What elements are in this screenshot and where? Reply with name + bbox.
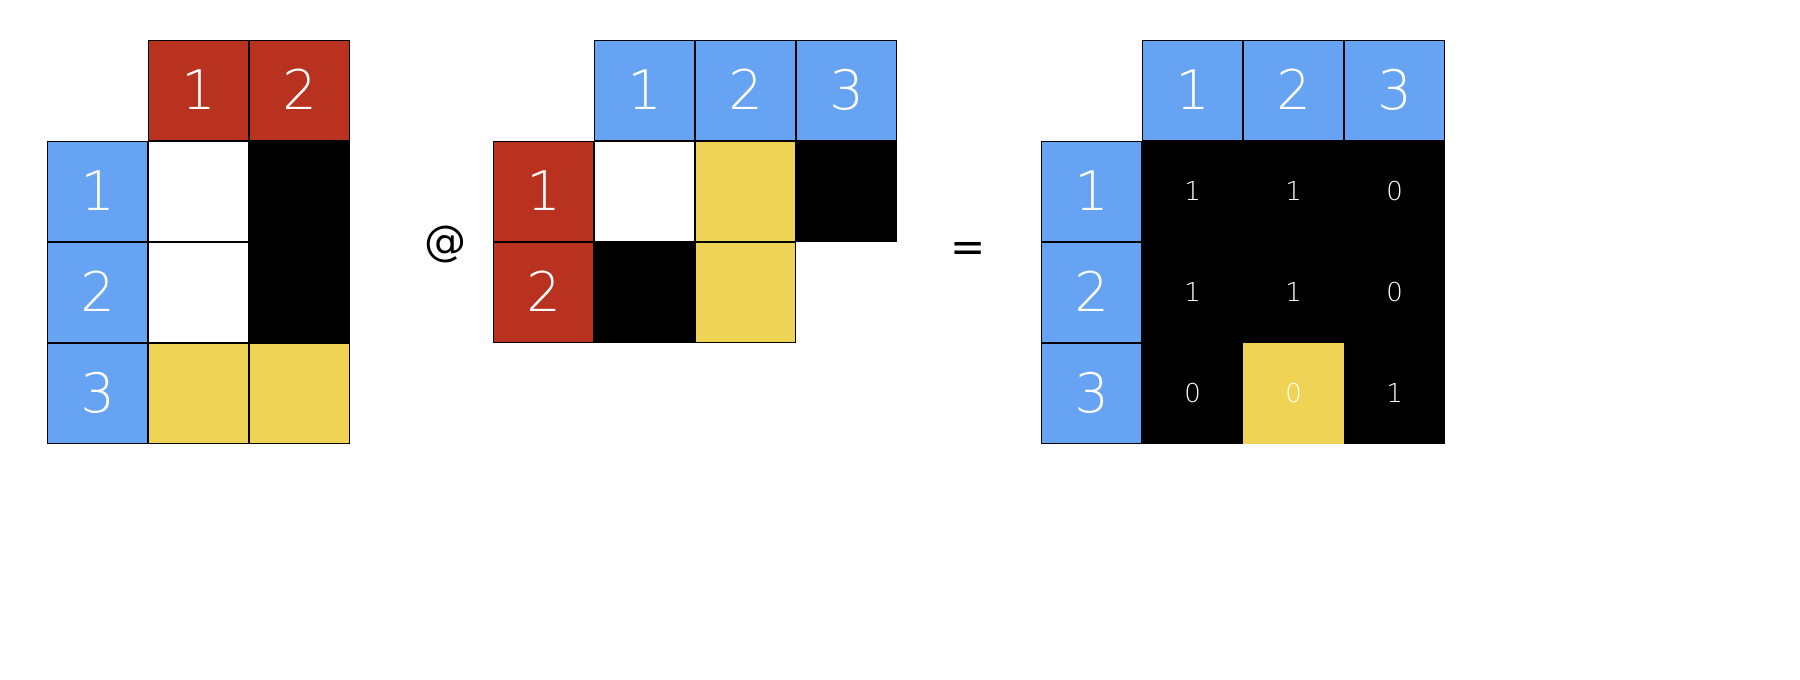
equals-operator: = [950, 222, 986, 271]
col-header-2: 2 [249, 40, 350, 141]
col-header-1: 1 [1142, 40, 1243, 141]
cell-r1-c1 [594, 141, 695, 242]
cell-r2-c3: 0 [1344, 242, 1445, 343]
cell-r1-c2: 1 [1243, 141, 1344, 242]
col-header-1: 1 [148, 40, 249, 141]
cell-r2-c1: 1 [1142, 242, 1243, 343]
row-header-2: 2 [47, 242, 148, 343]
matmul-operator: @ [424, 216, 466, 265]
cell-r1-c3 [796, 141, 897, 242]
row-header-1: 1 [47, 141, 148, 242]
row-header-2: 2 [1041, 242, 1142, 343]
cell-r3-c3: 1 [1344, 343, 1445, 444]
cell-r2-c2: 1 [1243, 242, 1344, 343]
cell-r3-c1 [148, 343, 249, 444]
cell-r1-c3: 0 [1344, 141, 1445, 242]
row-header-2: 2 [493, 242, 594, 343]
cell-r3-c2 [249, 343, 350, 444]
col-header-3: 3 [1344, 40, 1445, 141]
cell-r2-c1 [594, 242, 695, 343]
cell-r3-c2: 0 [1243, 343, 1344, 444]
cell-r1-c1: 1 [1142, 141, 1243, 242]
cell-r1-c2 [695, 141, 796, 242]
row-header-1: 1 [493, 141, 594, 242]
cell-r2-c2 [249, 242, 350, 343]
col-header-1: 1 [594, 40, 695, 141]
cell-r1-c1 [148, 141, 249, 242]
row-header-3: 3 [47, 343, 148, 444]
row-header-3: 3 [1041, 343, 1142, 444]
col-header-2: 2 [1243, 40, 1344, 141]
row-header-1: 1 [1041, 141, 1142, 242]
cell-r3-c1: 0 [1142, 343, 1243, 444]
cell-r2-c2 [695, 242, 796, 343]
col-header-2: 2 [695, 40, 796, 141]
col-header-3: 3 [796, 40, 897, 141]
cell-r1-c2 [249, 141, 350, 242]
cell-r2-c1 [148, 242, 249, 343]
